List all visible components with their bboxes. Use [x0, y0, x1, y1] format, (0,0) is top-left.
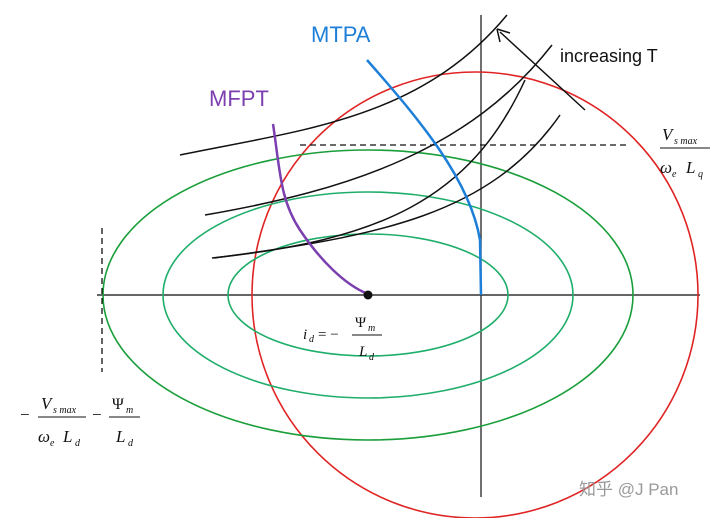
mtpa-curve — [366, 59, 483, 296]
bl-den-d: d — [75, 438, 81, 449]
frac-den-omega: ω — [660, 158, 672, 177]
bl-minus-1: − — [20, 405, 30, 424]
id-vsmax-formula: − V s max ω e L d − Ψ m L d — [20, 394, 140, 449]
frac-num-v: V — [662, 125, 675, 144]
frac-num-sub: s max — [674, 136, 698, 147]
bl-den2-d: d — [128, 438, 134, 449]
watermark-text: 知乎 @J Pan — [579, 480, 678, 499]
bl-num-v: V — [41, 394, 54, 413]
voltage-ellipse-outer — [102, 149, 634, 441]
bl-minus-2: − — [92, 405, 102, 424]
formula-psi-sub: m — [368, 323, 375, 334]
current-limit-circle — [251, 71, 699, 518]
formula-i: i — [303, 327, 307, 343]
characteristic-current-point — [363, 290, 373, 300]
formula-i-sub: d — [309, 334, 315, 345]
torque-curve-1 — [179, 14, 508, 156]
mtpa-label: MTPA — [311, 22, 371, 47]
voltage-ellipse-inner — [227, 233, 509, 357]
torque-curve-2 — [204, 44, 553, 216]
torque-curve-4b — [213, 114, 561, 259]
bl-den-e: e — [50, 438, 55, 449]
mfpt-label: MFPT — [209, 86, 269, 111]
bl-psi-sub: m — [126, 405, 133, 416]
bl-den2-l: L — [115, 427, 125, 446]
mfpt-curve — [271, 123, 369, 296]
vsmax-iq-fraction: V s max ω e L q — [660, 125, 710, 180]
increasing-t-arrow — [499, 31, 586, 111]
bl-den-l: L — [62, 427, 72, 446]
increasing-t-label: increasing T — [560, 46, 658, 66]
voltage-ellipse-middle — [162, 191, 574, 399]
id-characteristic-formula: i d = − Ψ m L d — [303, 315, 382, 363]
formula-l-sub: d — [369, 352, 375, 363]
frac-den-q: q — [698, 169, 703, 180]
bl-psi: Ψ — [112, 396, 124, 413]
formula-eq-minus: = − — [318, 327, 339, 343]
frac-den-l: L — [685, 158, 695, 177]
formula-l: L — [358, 344, 367, 360]
bl-den-omega: ω — [38, 427, 50, 446]
formula-psi: Ψ — [355, 315, 367, 331]
frac-den-e: e — [672, 169, 677, 180]
increasing-t-arrowhead — [496, 28, 511, 43]
bl-num-sub: s max — [53, 405, 77, 416]
